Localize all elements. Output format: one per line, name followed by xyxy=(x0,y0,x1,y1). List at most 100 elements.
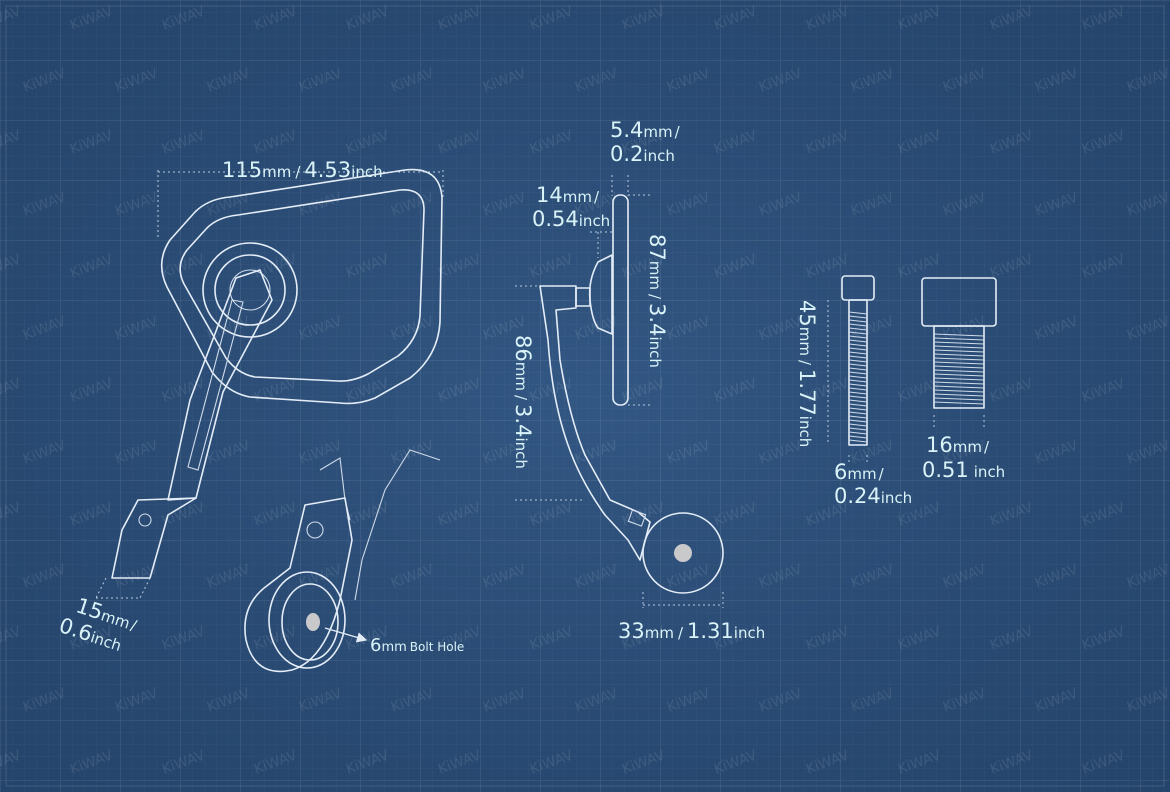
mirror-height-mm-unit: mm xyxy=(646,261,664,290)
thread-line xyxy=(933,385,985,389)
thread-line xyxy=(933,381,985,385)
glass-sep: / xyxy=(675,123,681,141)
insert-mm-value: 16 xyxy=(926,433,953,457)
label-mirror-height: 87mm/3.4inch xyxy=(645,234,669,368)
thread-line xyxy=(933,401,985,405)
svg-text:0.54inch: 0.54inch xyxy=(532,207,610,231)
thread-line xyxy=(848,371,868,375)
dim-mount-depth-line xyxy=(590,231,612,258)
insert-drawing xyxy=(921,277,997,428)
thread-line xyxy=(848,427,868,431)
mirror-inner-shell xyxy=(179,189,425,382)
mirror-width-inch-value: 4.53 xyxy=(304,158,351,182)
svg-text:14mm/: 14mm/ xyxy=(536,183,600,207)
thread-line xyxy=(933,333,985,337)
thread-line xyxy=(933,369,985,373)
dim-mirror-width-line xyxy=(157,170,444,240)
thread-line xyxy=(933,357,985,361)
side-clamp-screw xyxy=(627,509,647,527)
insert-mm-unit: mm xyxy=(953,438,982,456)
thread-line xyxy=(848,439,868,443)
label-bolt-length: 45mm/1.77inch xyxy=(795,300,819,447)
thread-line xyxy=(848,407,868,411)
bolt-dia-inch-unit: inch xyxy=(881,489,912,507)
mirror-height-inch-unit: inch xyxy=(646,336,664,367)
thread-line xyxy=(848,335,868,339)
mount-inch-unit: inch xyxy=(579,212,610,230)
insert-sep: / xyxy=(984,438,990,456)
arm-height-mm-value: 86 xyxy=(511,335,535,362)
clamp-ring-outer xyxy=(268,571,346,669)
border-frame xyxy=(5,5,1165,787)
thread-line xyxy=(848,423,868,427)
clamp-screw-icon xyxy=(138,513,152,527)
mount-inch-value: 0.54 xyxy=(532,207,579,231)
svg-text:87mm/3.4inch: 87mm/3.4inch xyxy=(645,234,669,368)
thread-line xyxy=(848,323,868,327)
thread-line xyxy=(848,315,868,319)
thread-line xyxy=(848,331,868,335)
svg-text:33mm/1.31inch: 33mm/1.31inch xyxy=(618,619,765,643)
label-mount-depth: 14mm/ 0.54inch xyxy=(532,183,610,231)
thread-line xyxy=(933,393,985,397)
thread-line xyxy=(848,395,868,399)
thread-line xyxy=(848,403,868,407)
bolt-length-inch-value: 1.77 xyxy=(795,369,819,416)
mount-mm-unit: mm xyxy=(563,188,592,206)
bolt-length-mm-value: 45 xyxy=(795,300,819,327)
bolt-dia-mm-unit: mm xyxy=(847,465,876,483)
bolt-hole-text: Bolt Hole xyxy=(410,640,465,654)
thread-line xyxy=(848,391,868,395)
clamp-dia-inch-unit: inch xyxy=(734,624,765,642)
dim-arm-height-line xyxy=(515,285,585,501)
mirror-width-sep: / xyxy=(295,163,301,181)
bolt-length-inch-unit: inch xyxy=(796,416,814,447)
dim-glass-thickness-line xyxy=(611,175,629,196)
bolt-hole-unit: mm xyxy=(381,640,406,655)
clamp-body xyxy=(244,497,353,673)
dim-insert-line xyxy=(933,415,985,428)
mirror-width-inch-unit: inch xyxy=(351,163,382,181)
arm-height-sep: / xyxy=(512,395,530,401)
mirror-front-view xyxy=(95,168,444,599)
handlebar-line-2 xyxy=(354,449,441,601)
arm-height-inch-unit: inch xyxy=(512,437,530,468)
bolt-dia-sep: / xyxy=(879,465,885,483)
svg-text:115mm/4.53inch: 115mm/4.53inch xyxy=(222,158,383,182)
thread-line xyxy=(848,411,868,415)
thread-line xyxy=(848,351,868,355)
clamp-width-sep: / xyxy=(129,616,140,635)
mirror-outer-shell xyxy=(160,168,443,405)
label-arm-height: 86mm/3.4inch xyxy=(511,335,535,469)
mirror-arm-slot xyxy=(187,299,244,471)
bolt-length-mm-unit: mm xyxy=(796,327,814,356)
thread-line xyxy=(933,377,985,381)
mirror-arm xyxy=(167,269,273,501)
dim-mirror-height-line xyxy=(628,194,652,406)
bolt-threads xyxy=(848,311,868,443)
mirror-height-sep: / xyxy=(646,294,664,300)
svg-text:0.24inch: 0.24inch xyxy=(834,484,912,508)
svg-text:5.4mm/: 5.4mm/ xyxy=(610,118,681,142)
clamp-dia-mm-value: 33 xyxy=(618,619,645,643)
mirror-glass-side xyxy=(612,194,629,406)
bar-end-clamp-view xyxy=(244,449,441,673)
insert-threads xyxy=(933,333,985,405)
thread-line xyxy=(933,365,985,369)
bolt-shank xyxy=(848,299,868,446)
clamp-hex-screw-icon xyxy=(306,521,324,539)
clamp-ring-inner xyxy=(281,583,339,661)
thread-line xyxy=(933,353,985,357)
label-mirror-width: 115mm/4.53inch xyxy=(222,158,383,182)
bolt-hole-arrow xyxy=(324,627,368,643)
thread-line xyxy=(933,361,985,365)
thread-line xyxy=(933,337,985,341)
side-arm xyxy=(539,285,651,561)
thread-line xyxy=(848,339,868,343)
bolt-drawing xyxy=(827,275,875,465)
thread-line xyxy=(848,387,868,391)
insert-inch-unit: inch xyxy=(974,463,1005,481)
